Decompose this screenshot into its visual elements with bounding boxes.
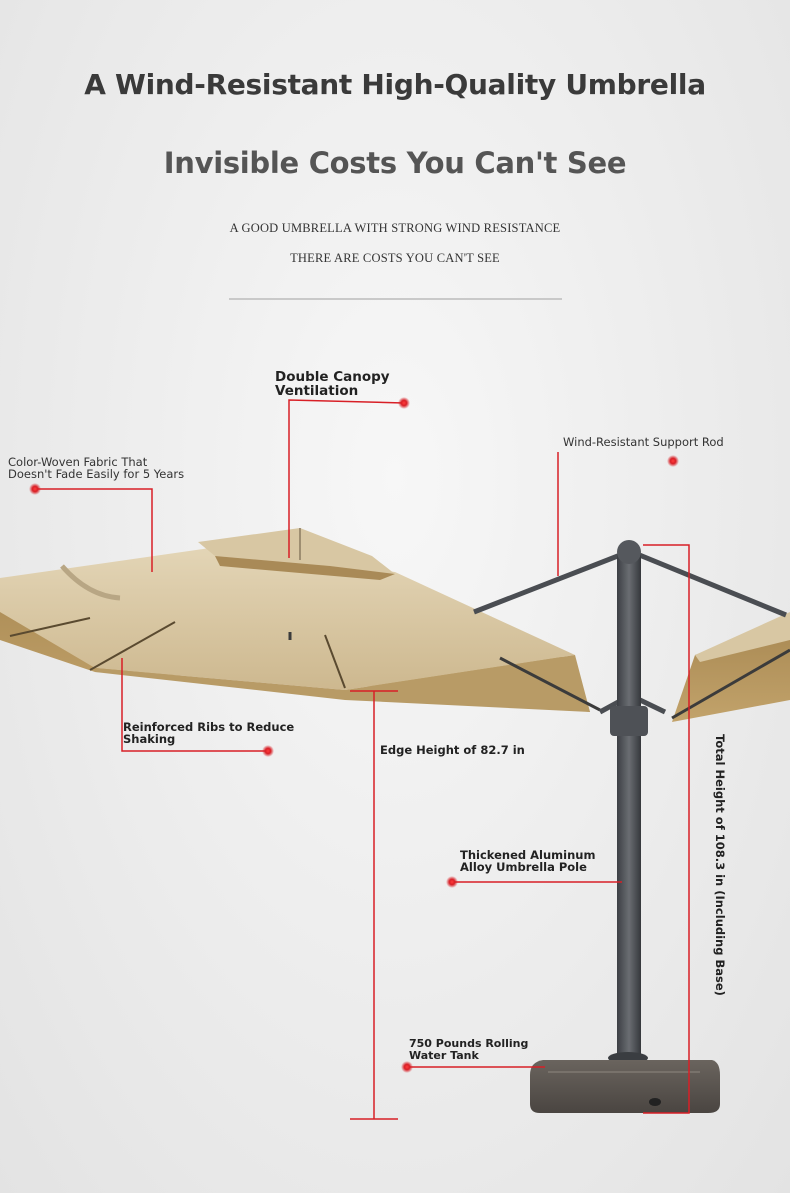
callout-fabric: Color-Woven Fabric That Doesn't Fade Eas… (8, 456, 184, 480)
left-canopy (0, 528, 601, 712)
callout-support-rod-line-1: Wind-Resistant Support Rod (563, 435, 724, 449)
callout-water-tank-line-1: 750 Pounds Rolling (409, 1037, 529, 1050)
callout-fabric-line-2: Doesn't Fade Easily for 5 Years (8, 467, 185, 482)
callout-pole-line-2: Alloy Umbrella Pole (460, 860, 587, 875)
page-title: A Wind-Resistant High-Quality Umbrella (84, 68, 706, 101)
callout-total-height: Total Height of 108.3 in (Including Base… (713, 734, 727, 996)
callout-ribs-line-2: Shaking (123, 732, 176, 747)
page-subtitle: Invisible Costs You Can't See (163, 146, 627, 180)
tagline-line-2: THERE ARE COSTS YOU CAN'T SEE (290, 251, 500, 265)
right-canopy (671, 612, 790, 722)
callout-edge-height: Edge Height of 82.7 in (380, 744, 525, 756)
annotation-lines (35, 399, 690, 1120)
callout-support-rod: Wind-Resistant Support Rod (563, 436, 724, 448)
callout-ribs-line-1: Reinforced Ribs to Reduce (123, 720, 295, 734)
callout-water-tank: 750 Pounds Rolling Water Tank (409, 1038, 528, 1061)
water-tank-base (530, 1060, 720, 1113)
header-divider (229, 298, 562, 300)
callout-double-canopy: Double Canopy Ventilation (275, 369, 390, 400)
tagline-line-1: A GOOD UMBRELLA WITH STRONG WIND RESISTA… (229, 221, 561, 235)
annotation-dots (29, 397, 679, 1073)
callout-double-canopy-line-1: Double Canopy (275, 369, 390, 385)
callout-edge-height-line-1: Edge Height of 82.7 in (380, 743, 525, 757)
callout-double-canopy-line-2: Ventilation (275, 383, 359, 400)
callout-fabric-line-1: Color-Woven Fabric That (8, 455, 148, 469)
umbrella-pole (608, 540, 648, 1064)
callout-water-tank-line-2: Water Tank (409, 1048, 479, 1062)
callout-ribs: Reinforced Ribs to Reduce Shaking (123, 721, 294, 745)
callout-pole-line-1: Thickened Aluminum (460, 848, 596, 862)
callout-pole: Thickened Aluminum Alloy Umbrella Pole (460, 849, 595, 873)
